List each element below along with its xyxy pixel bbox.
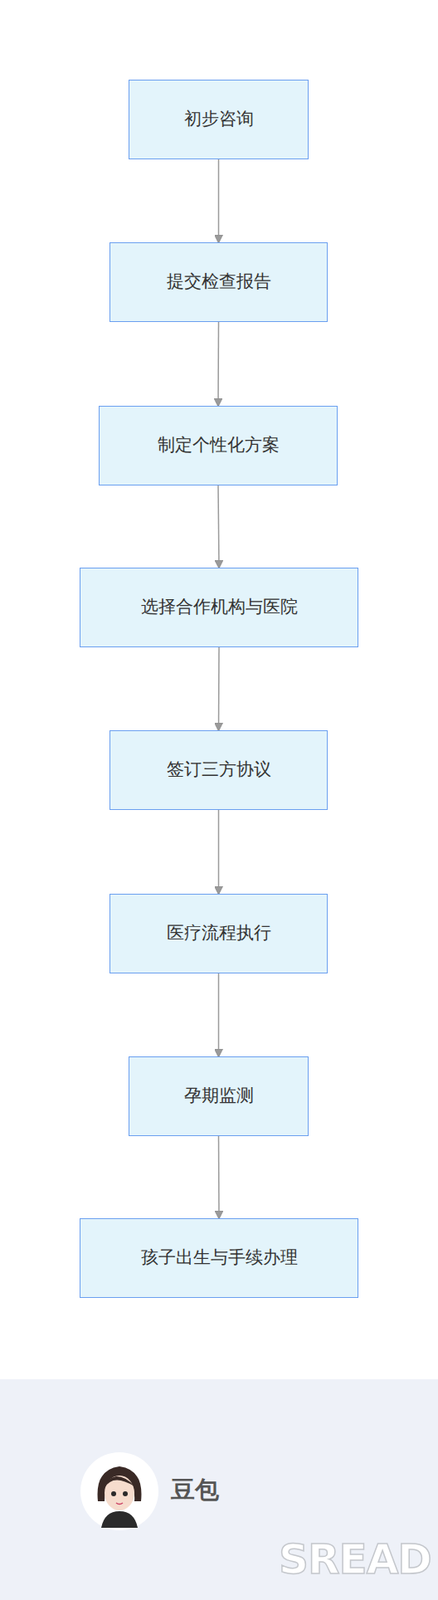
watermark: SREAD: [278, 1534, 432, 1583]
process-box: 医疗流程执行: [109, 893, 328, 974]
flow-arrow: [218, 159, 220, 243]
process-box: 初步咨询: [128, 79, 309, 160]
step-label: 孕期监测: [179, 1084, 259, 1107]
brand-name: 豆包: [170, 1473, 219, 1507]
flow-arrow: [218, 485, 219, 568]
process-box: 签订三方协议: [109, 730, 328, 810]
process-box: 提交检查报告: [109, 242, 328, 322]
flow-arrow: [218, 1135, 220, 1218]
step-label: 初步咨询: [179, 107, 259, 131]
step-label: 选择合作机构与医院: [136, 595, 303, 619]
process-box: 制定个性化方案: [98, 405, 338, 486]
step-label: 制定个性化方案: [152, 433, 285, 457]
step-label: 签订三方协议: [161, 758, 277, 781]
step-label: 提交检查报告: [161, 270, 277, 293]
process-box: 孩子出生与手续办理: [79, 1217, 359, 1298]
process-box: 选择合作机构与医院: [79, 567, 359, 648]
flow-arrow: [218, 647, 220, 730]
flow-arrow: [218, 809, 220, 894]
step-label: 孩子出生与手续办理: [136, 1245, 303, 1269]
process-box: 孕期监测: [128, 1056, 309, 1136]
avatar-icon: [79, 1450, 160, 1531]
step-label: 医疗流程执行: [161, 921, 277, 945]
flow-arrow: [217, 321, 219, 406]
flow-arrow: [218, 973, 220, 1057]
